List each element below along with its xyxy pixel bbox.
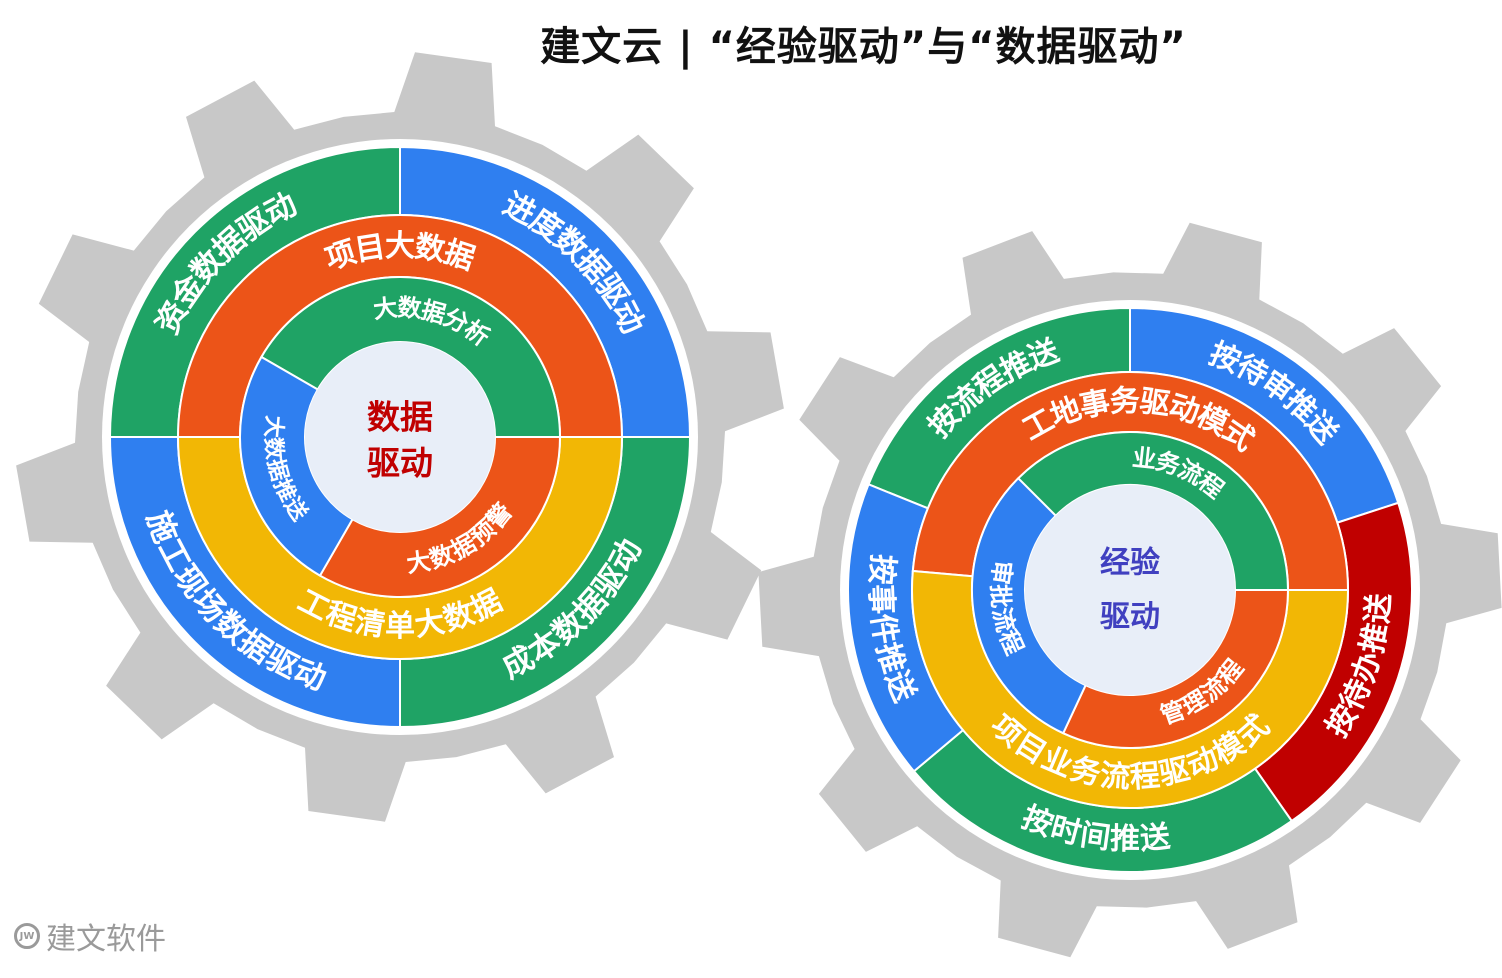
center-label: 数据 <box>367 398 433 437</box>
center-label: 驱动 <box>367 444 433 483</box>
center-label: 经验 <box>1100 546 1160 581</box>
center-circle <box>305 342 495 532</box>
center-circle <box>1025 485 1235 695</box>
watermark-text: 建文软件 <box>46 922 166 957</box>
center-label: 驱动 <box>1100 600 1160 635</box>
right-gear: 按流程推送按待审推送按待办推送按时间推送按事件推送工地事务驱动模式项目业务流程驱… <box>758 222 1502 958</box>
brand-logo-icon: JW <box>14 923 40 949</box>
page-title: 建文云 | “经验驱动”与“数据驱动” <box>540 24 1187 70</box>
left-gear: 资金数据驱动进度数据驱动成本数据驱动施工现场数据驱动项目大数据工程清单大数据大数… <box>16 52 784 822</box>
watermark: JW 建文软件 <box>14 914 166 958</box>
